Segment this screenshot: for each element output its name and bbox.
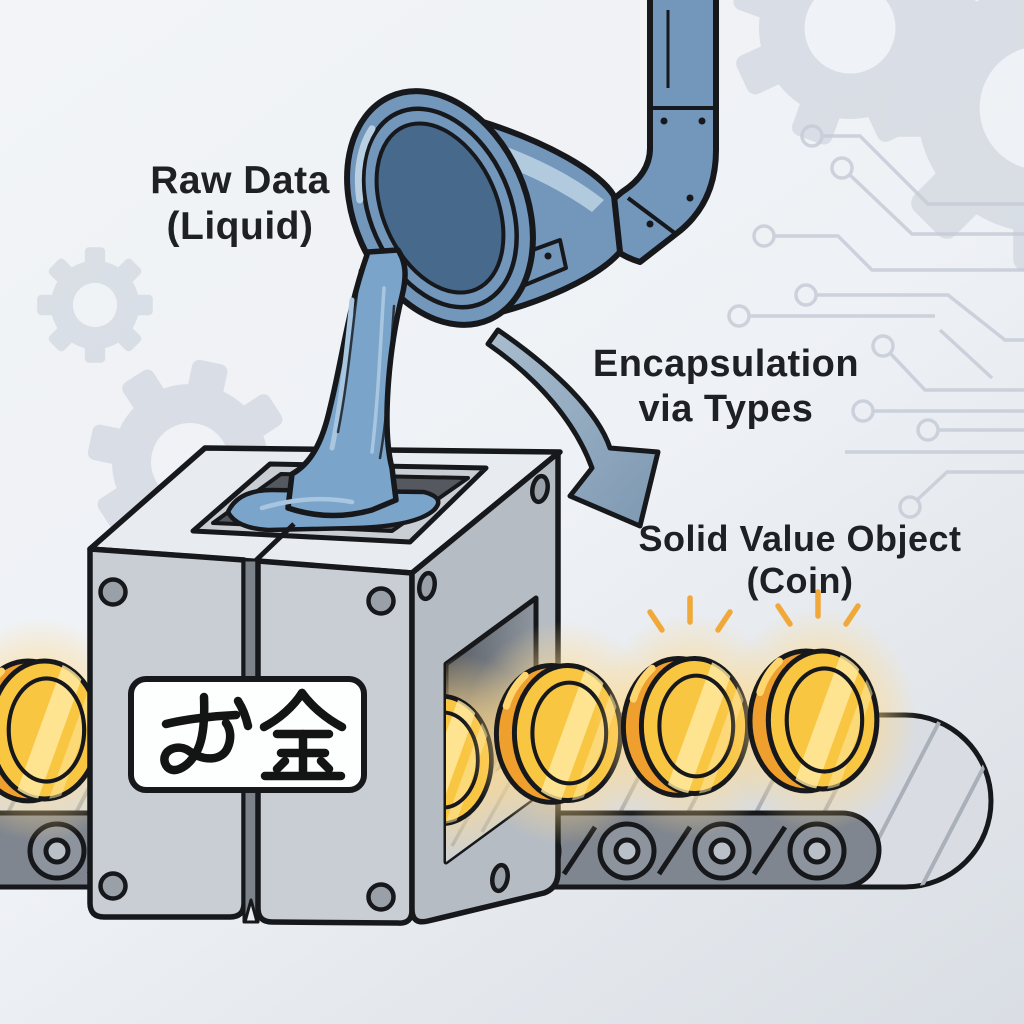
sparkle-icon (775, 589, 861, 627)
label-raw-data: Raw Data (Liquid) (60, 158, 420, 250)
liquid-stream-icon (259, 247, 408, 519)
mold-label-plate (128, 676, 367, 793)
curved-arrow-icon (485, 327, 661, 529)
label-encapsulation-line2: via Types (638, 387, 814, 430)
label-solid-value-object-line2: (Coin) (746, 560, 854, 602)
label-encapsulation-line1: Encapsulation (592, 343, 860, 385)
label-solid-value-object-line1: Solid Value Object (638, 518, 962, 559)
gear-icon (37, 247, 153, 363)
sparkle-icon (647, 595, 733, 633)
label-raw-data-line1: Raw Data (150, 159, 330, 202)
label-solid-value-object: Solid Value Object (Coin) (592, 518, 1008, 603)
label-encapsulation: Encapsulation via Types (548, 342, 904, 432)
sparkles (647, 589, 861, 633)
mold-rivets (98, 473, 550, 912)
label-raw-data-line2: (Liquid) (166, 205, 314, 249)
mold-label-text (160, 688, 347, 781)
funnel-icon (344, 88, 623, 328)
circuit-traces (727, 124, 1024, 519)
coins-output (463, 608, 918, 845)
